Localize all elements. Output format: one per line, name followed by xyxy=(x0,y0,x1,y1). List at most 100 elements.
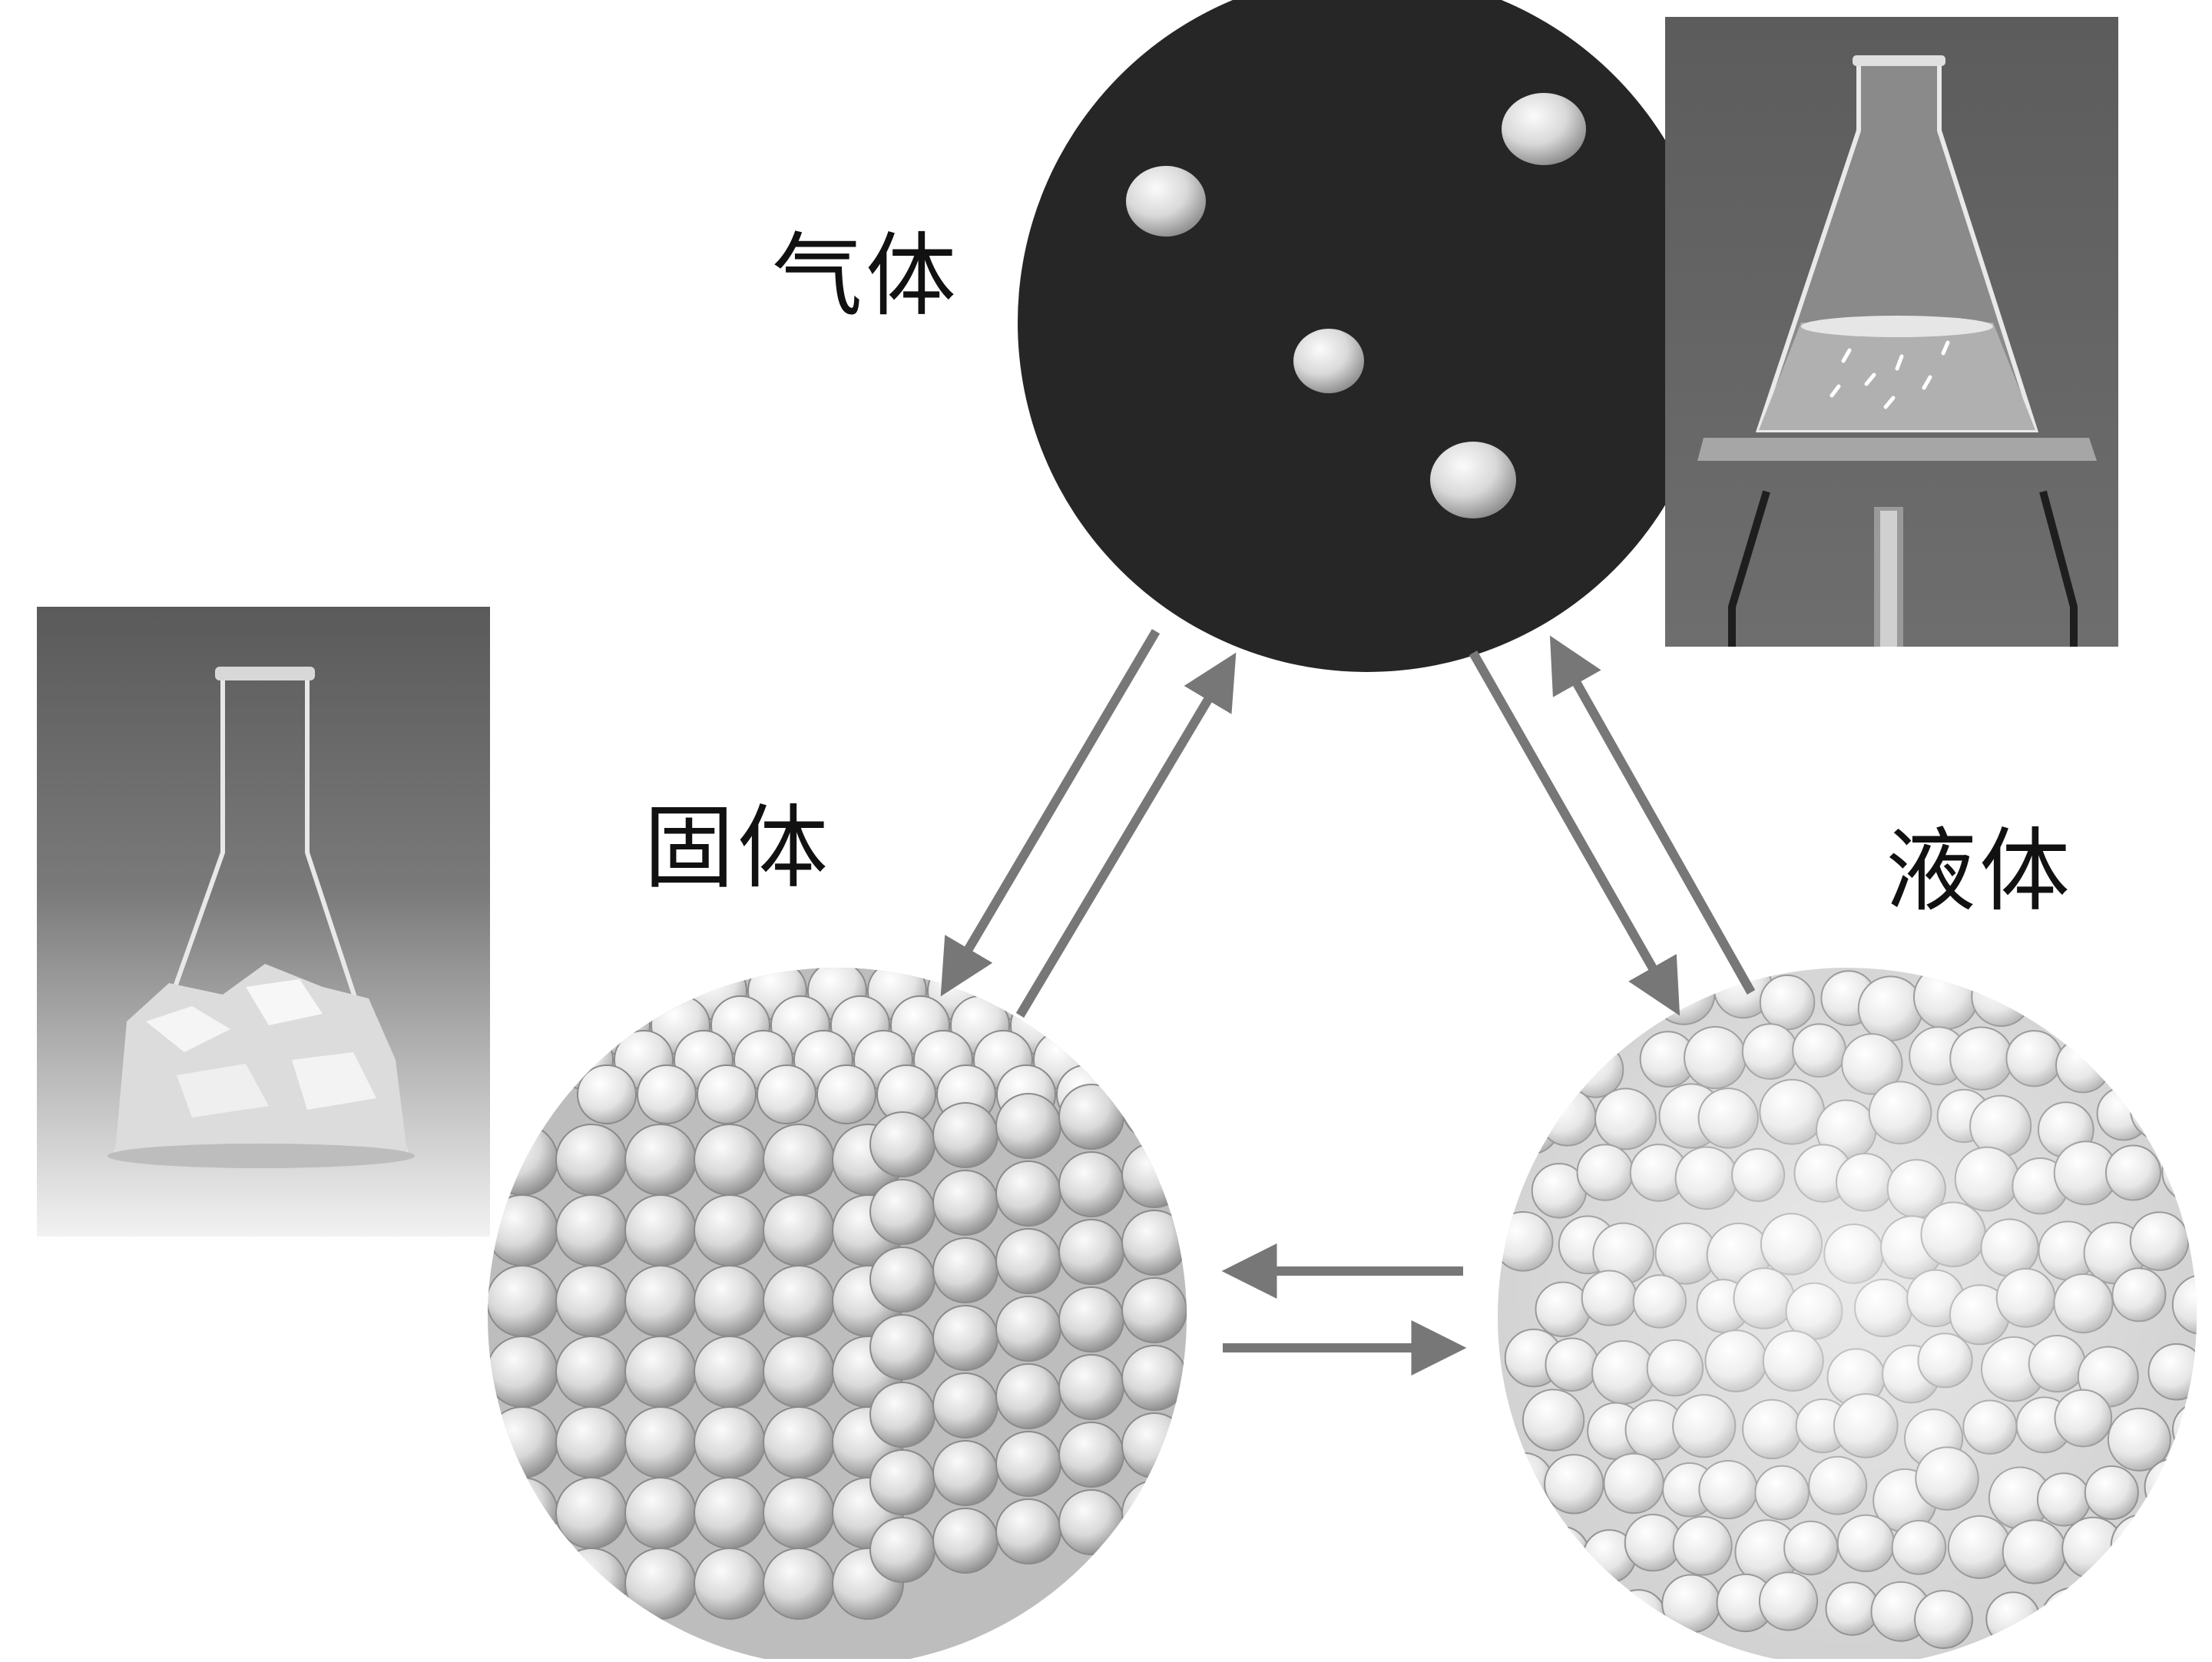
particle xyxy=(869,1179,935,1245)
particle xyxy=(2105,1034,2170,1098)
particle xyxy=(816,1064,876,1124)
particle xyxy=(869,1246,935,1313)
particle xyxy=(577,1064,637,1124)
particle xyxy=(2038,968,2094,1021)
liquid-mist xyxy=(1498,968,2197,1662)
particle xyxy=(1058,1151,1124,1217)
particle xyxy=(555,1336,628,1408)
particle xyxy=(694,1336,766,1408)
particle xyxy=(1214,1031,1272,1089)
particle xyxy=(763,1124,835,1196)
arrow-gas-to-liquid xyxy=(1469,651,1681,1016)
particle xyxy=(624,1406,697,1478)
particle xyxy=(488,1336,558,1408)
particle xyxy=(932,1102,998,1168)
particle xyxy=(763,1548,835,1620)
arrow-solid-to-gas xyxy=(1015,652,1237,1018)
particle xyxy=(624,1124,697,1196)
arrows-solid-liquid xyxy=(1221,1243,1467,1376)
particle xyxy=(1498,1594,1551,1649)
particle xyxy=(1550,1582,1607,1640)
particle xyxy=(763,1336,835,1408)
gas-particle xyxy=(1293,329,1364,393)
arrows-solid-gas xyxy=(940,628,1237,1018)
particle xyxy=(995,1363,1061,1429)
particle xyxy=(1121,1210,1187,1276)
particle xyxy=(488,1548,558,1620)
particle xyxy=(1058,1286,1124,1352)
particle xyxy=(1047,968,1107,1021)
particle xyxy=(488,1477,558,1549)
particle xyxy=(869,1314,935,1380)
particle xyxy=(1058,1489,1124,1555)
particle xyxy=(1237,1065,1295,1124)
particle xyxy=(2098,968,2156,1026)
particle xyxy=(763,1194,835,1266)
particle xyxy=(763,1477,835,1549)
particle xyxy=(555,1406,628,1478)
gas-label: 气体 xyxy=(772,223,960,329)
gas-particle xyxy=(1126,166,1206,237)
particle xyxy=(932,1170,998,1236)
particle xyxy=(1190,996,1249,1054)
particle xyxy=(2147,1584,2197,1650)
particle xyxy=(932,1508,998,1574)
particle xyxy=(488,1194,558,1266)
particle xyxy=(694,1548,766,1620)
particle xyxy=(1121,1480,1187,1546)
particle xyxy=(555,1548,628,1620)
particle xyxy=(1121,1277,1187,1343)
particle xyxy=(2143,968,2197,1023)
particle xyxy=(624,1548,697,1620)
particle xyxy=(757,1064,816,1124)
particle xyxy=(1153,1030,1187,1090)
particle xyxy=(1498,972,1552,1028)
particle xyxy=(1591,976,1654,1038)
particle xyxy=(568,968,628,1021)
arrow-gas-to-solid xyxy=(940,628,1161,997)
particle xyxy=(932,1237,998,1303)
particle xyxy=(869,1382,935,1448)
particle xyxy=(932,1305,998,1371)
particle xyxy=(869,1517,935,1583)
particle xyxy=(694,1124,766,1196)
particle xyxy=(1116,1064,1176,1124)
particle xyxy=(932,1372,998,1439)
particle xyxy=(995,1498,1061,1564)
particle xyxy=(694,1477,766,1549)
particle xyxy=(1176,1064,1187,1124)
particle xyxy=(1058,1219,1124,1285)
particle xyxy=(694,1265,766,1337)
particle xyxy=(508,968,568,1021)
particle xyxy=(1167,968,1187,1021)
particle xyxy=(1542,968,1603,1028)
particle xyxy=(995,1296,1061,1362)
ice-flask-photo xyxy=(37,607,490,1237)
particle xyxy=(1121,1412,1187,1478)
particle xyxy=(488,1406,558,1478)
particle xyxy=(1121,1142,1187,1208)
particle xyxy=(995,1093,1061,1159)
particle xyxy=(1058,1422,1124,1488)
particle xyxy=(555,1124,628,1196)
particle xyxy=(1130,995,1187,1055)
arrow-liquid-to-gas xyxy=(1549,635,1756,995)
particle xyxy=(624,1265,697,1337)
particle xyxy=(637,1064,697,1124)
particle xyxy=(488,1124,558,1196)
particle xyxy=(2175,1037,2197,1102)
boiling-flask-photo xyxy=(1665,17,2118,647)
particle xyxy=(1121,1345,1187,1411)
particle xyxy=(995,1228,1061,1294)
particle xyxy=(869,1111,935,1177)
particle xyxy=(2161,1525,2197,1584)
particle xyxy=(694,1194,766,1266)
particle xyxy=(1107,968,1167,1021)
particle xyxy=(1528,1027,1587,1086)
particle xyxy=(555,1194,628,1266)
particle xyxy=(624,1336,697,1408)
particle xyxy=(697,1064,757,1124)
particle xyxy=(1121,1074,1187,1141)
